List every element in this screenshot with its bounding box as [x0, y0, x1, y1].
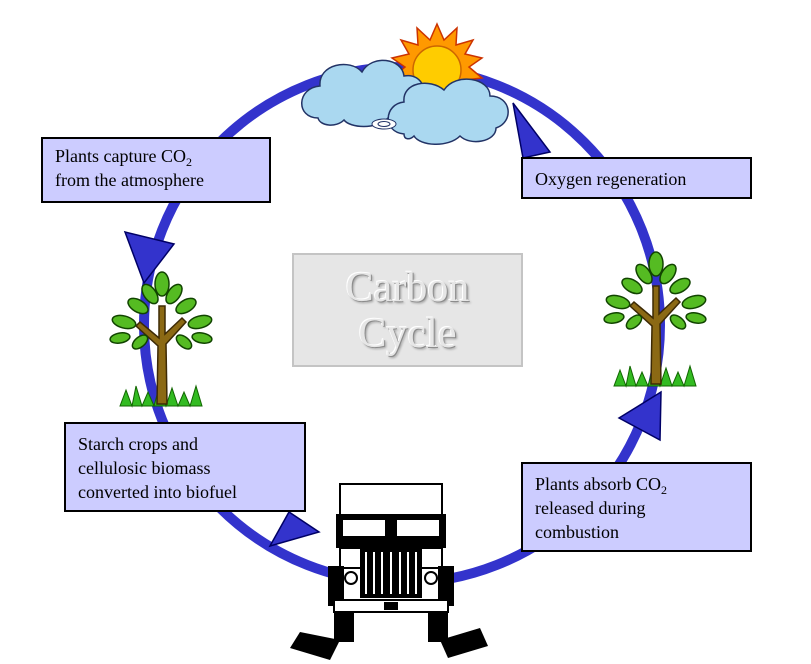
label-line: from the atmosphere: [55, 170, 204, 190]
center-title: Carbon Cycle: [292, 253, 523, 367]
cloud-icon: [301, 59, 509, 145]
label-line: Starch crops and: [78, 434, 198, 454]
label-line: Plants absorb CO2: [535, 472, 738, 496]
subscript-2: 2: [185, 155, 192, 169]
tree-icon: [108, 271, 214, 407]
subscript-2: 2: [661, 483, 667, 497]
title-line-2: Cycle: [358, 311, 457, 357]
truck-icon: [290, 483, 488, 660]
label-text: Plants absorb CO: [535, 474, 661, 494]
label-oxygen-regeneration: Oxygen regeneration: [521, 157, 752, 199]
label-line: cellulosic biomass: [78, 458, 211, 478]
arrowhead-icon: [617, 390, 662, 442]
label-starch-crops: Starch crops and cellulosic biomass conv…: [64, 422, 306, 512]
label-line: Plants capture CO2: [55, 144, 257, 168]
label-plants-absorb: Plants absorb CO2 released during combus…: [521, 462, 752, 552]
label-text: Plants capture CO: [55, 146, 186, 166]
arrowhead-icon: [512, 102, 552, 159]
arrowhead-icon: [123, 230, 176, 285]
label-line: combustion: [535, 522, 619, 542]
title-line-1: Carbon: [345, 265, 470, 311]
tree-icon: [602, 251, 708, 387]
label-line: converted into biofuel: [78, 482, 237, 502]
label-line: Oxygen regeneration: [535, 169, 687, 189]
arrowhead-icon: [268, 510, 321, 548]
label-plants-capture: Plants capture CO2 from the atmosphere: [41, 137, 271, 203]
label-line: released during: [535, 498, 646, 518]
